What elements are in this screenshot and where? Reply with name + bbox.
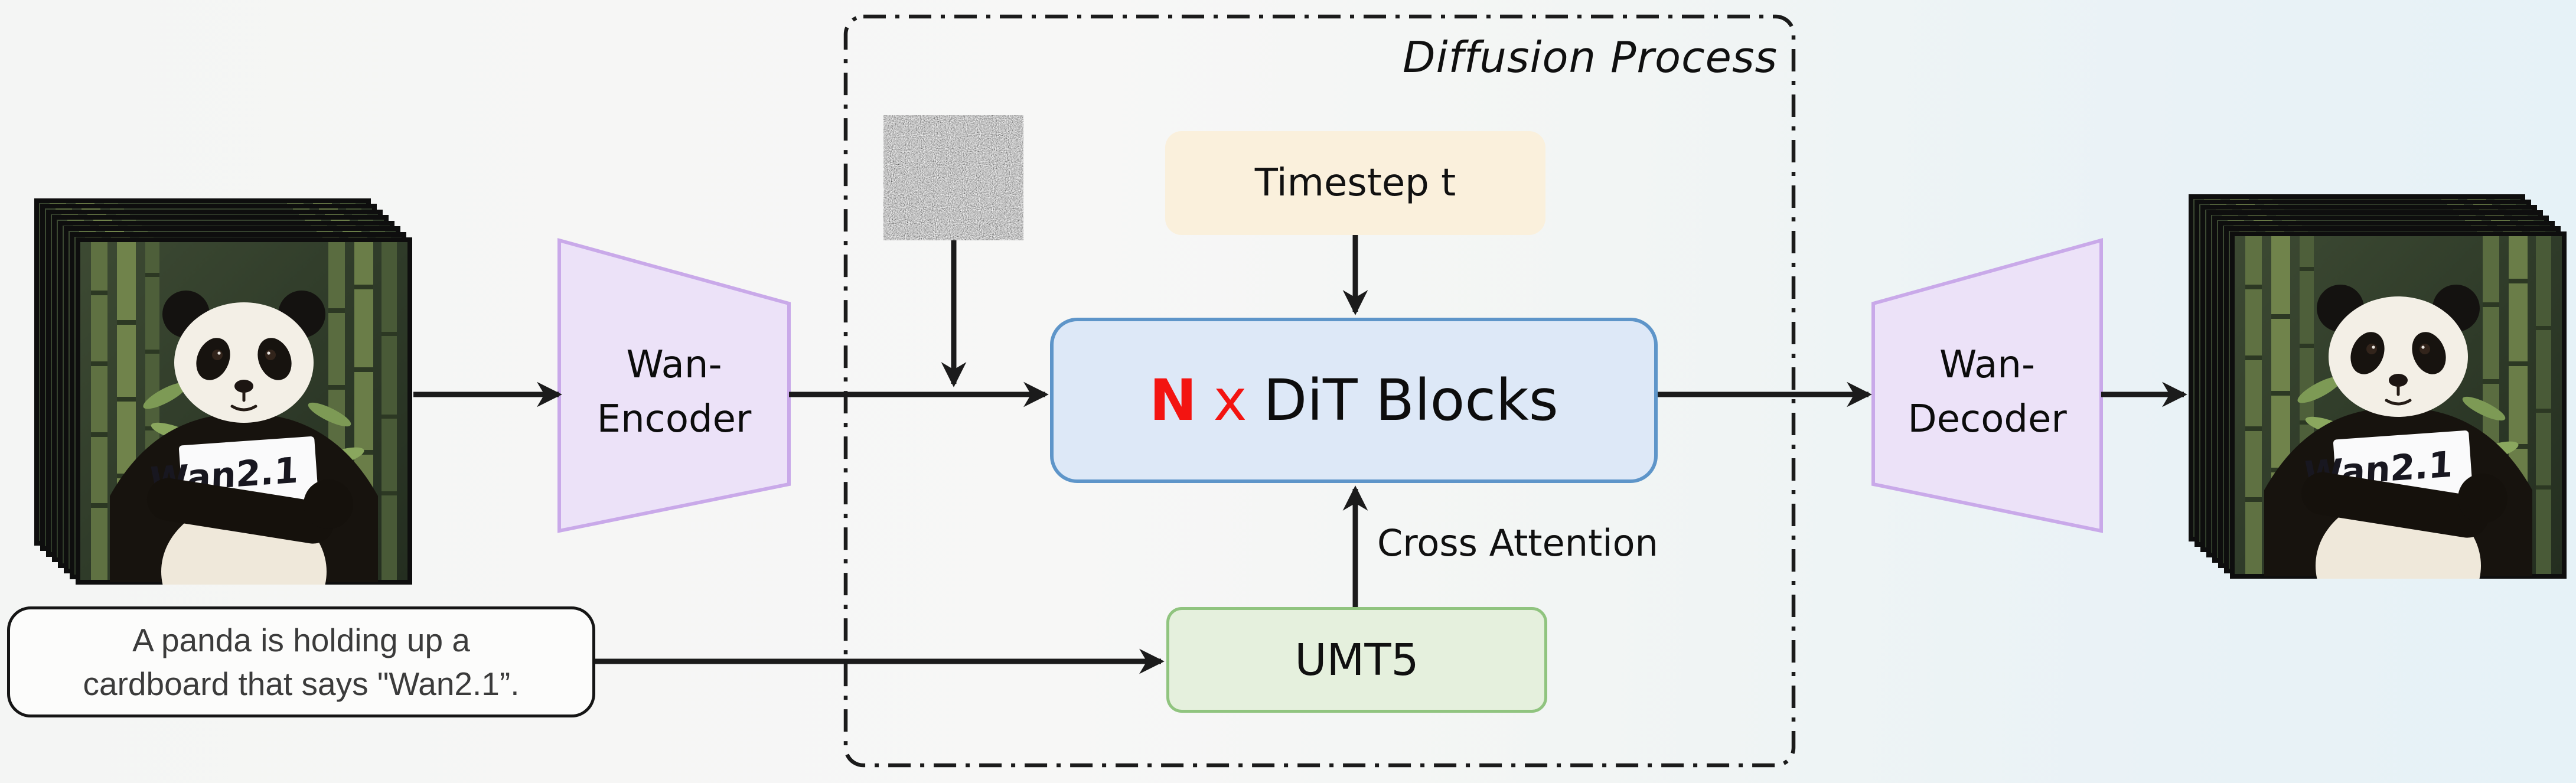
dit-times: x — [1213, 367, 1247, 433]
dit-count: N — [1149, 367, 1197, 433]
prompt-text-box: A panda is holding up a cardboard that s… — [7, 606, 595, 717]
wan-encoder-shape — [557, 238, 791, 533]
timestep-label: Timestep t — [1254, 161, 1456, 205]
wan-decoder-line-2: Decoder — [1907, 397, 2067, 441]
input-video-frames-stack — [37, 201, 410, 641]
prompt-line-2: cardboard that says "Wan2.1”. — [83, 665, 520, 702]
wan-encoder-label: Wan- Encoder — [559, 338, 789, 446]
umt5-label: UMT5 — [1294, 634, 1419, 686]
noise-latent-image — [883, 115, 1023, 240]
cross-attention-label: Cross Attention — [1377, 521, 1658, 565]
wan-decoder-label: Wan- Decoder — [1873, 338, 2101, 446]
dit-label: DiT Blocks — [1263, 367, 1558, 433]
diffusion-process-title: Diffusion Process — [1403, 32, 1778, 82]
dit-blocks-box: N x DiT Blocks — [1050, 318, 1658, 483]
diffusion-process-boundary — [843, 14, 1796, 768]
wan-decoder-line-1: Wan- — [1939, 343, 2036, 387]
timestep-box: Timestep t — [1165, 131, 1545, 235]
wan-encoder-line-2: Encoder — [596, 397, 752, 441]
wan-encoder-line-1: Wan- — [626, 343, 722, 387]
wan-decoder-shape — [1871, 238, 2103, 533]
umt5-box: UMT5 — [1166, 607, 1547, 713]
output-video-frames-stack — [2191, 197, 2564, 635]
prompt-line-1: A panda is holding up a — [132, 622, 470, 658]
